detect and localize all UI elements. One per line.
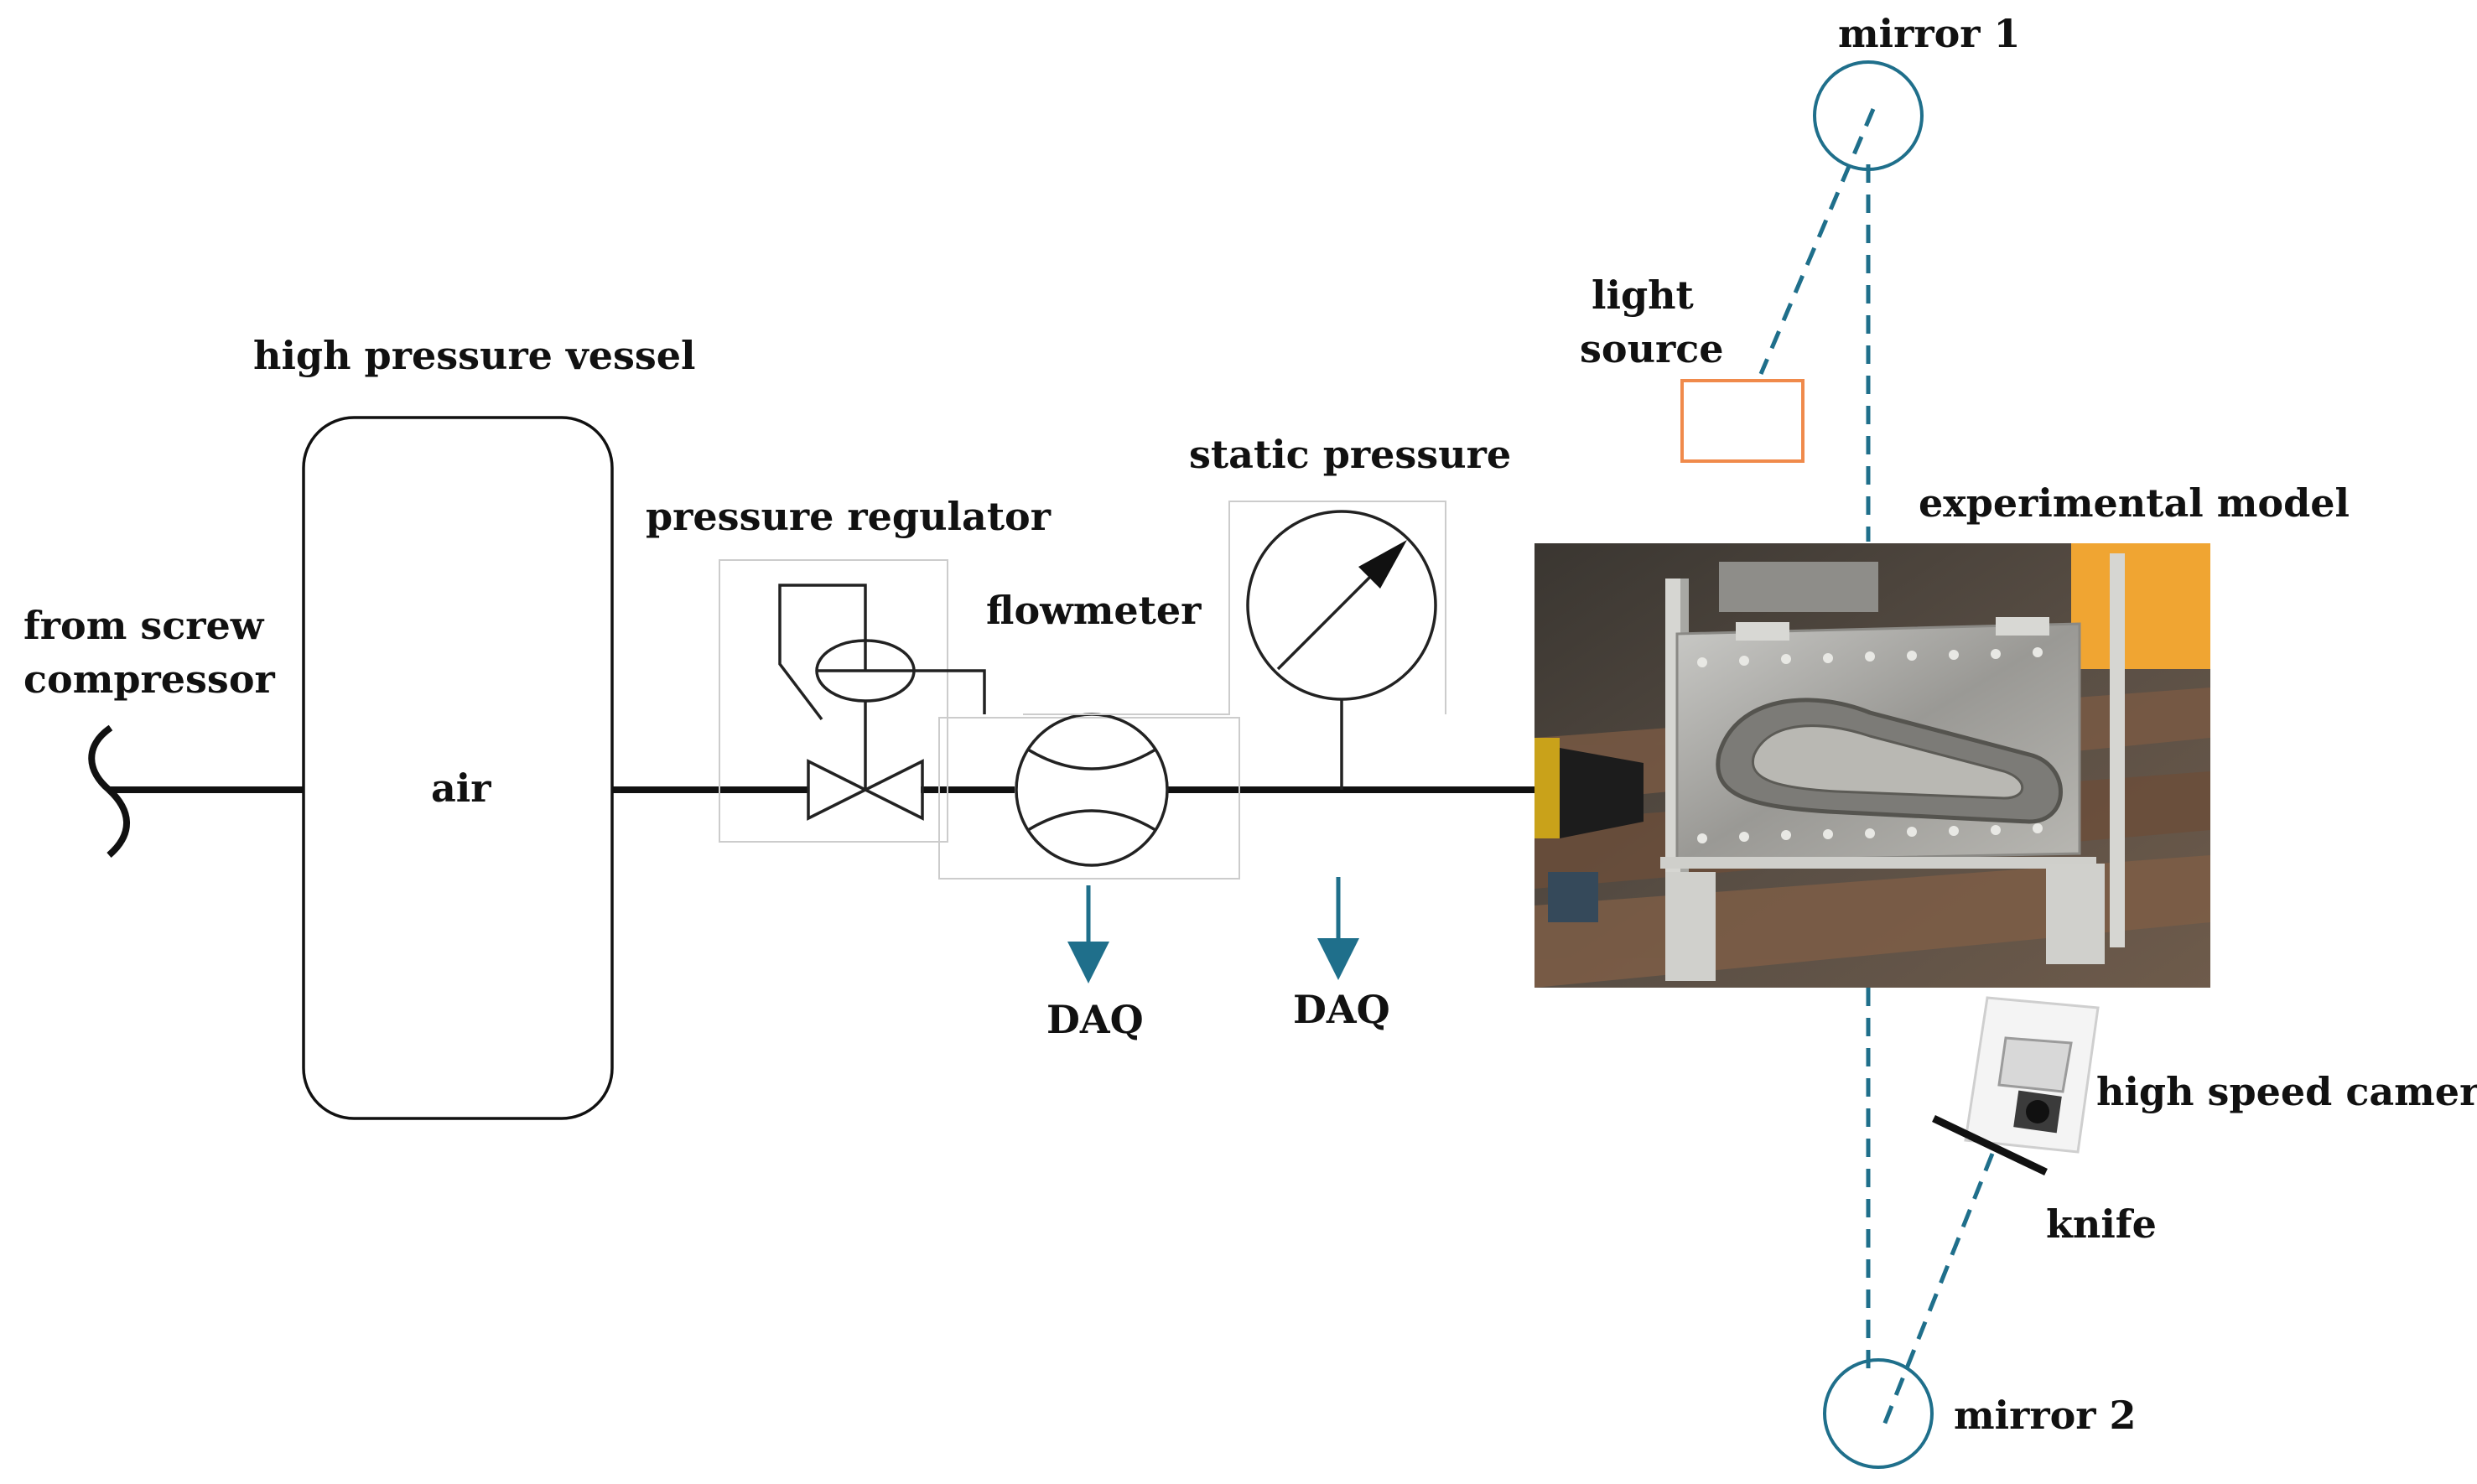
from-screw-compressor-label-line2: compressor (23, 656, 276, 702)
mirror-1-circle-icon (1813, 60, 1924, 171)
pressure-regulator-label: pressure regulator (646, 494, 1052, 539)
experimental-model-label: experimental model (1919, 480, 2350, 526)
pressure-regulator-valve-icon (719, 559, 986, 843)
mirror-1-label: mirror 1 (1838, 11, 2021, 56)
light-source-box (1680, 379, 1805, 463)
light-source-label-line2: source (1580, 326, 1724, 371)
mirror-2-circle-icon (1823, 1358, 1934, 1469)
pressure-gauge-icon (1023, 501, 1446, 790)
camera-icon (1964, 996, 2100, 1154)
wavy-break-icon (88, 724, 130, 859)
static-pressure-label: static pressure (1189, 432, 1511, 477)
experimental-model-photo (1534, 543, 2210, 988)
vessel-content-label: air (431, 765, 491, 811)
daq-flowmeter-label: DAQ (1046, 997, 1144, 1042)
light-source-label-line1: light (1592, 272, 1695, 318)
high-pressure-vessel (302, 416, 614, 1120)
mirror-2-label: mirror 2 (1954, 1393, 2137, 1438)
flowmeter-icon (938, 713, 1240, 880)
optical-path (1758, 108, 1995, 1428)
high-speed-camera-label: high speed camera (2096, 1069, 2477, 1114)
flowmeter-label: flowmeter (986, 588, 1202, 633)
daq-static-label: DAQ (1293, 987, 1390, 1032)
high-pressure-vessel-label: high pressure vessel (253, 333, 696, 378)
knife-label: knife (2046, 1201, 2157, 1247)
knife-edge (1932, 1114, 2048, 1176)
from-screw-compressor-label-line1: from screw (23, 603, 265, 648)
